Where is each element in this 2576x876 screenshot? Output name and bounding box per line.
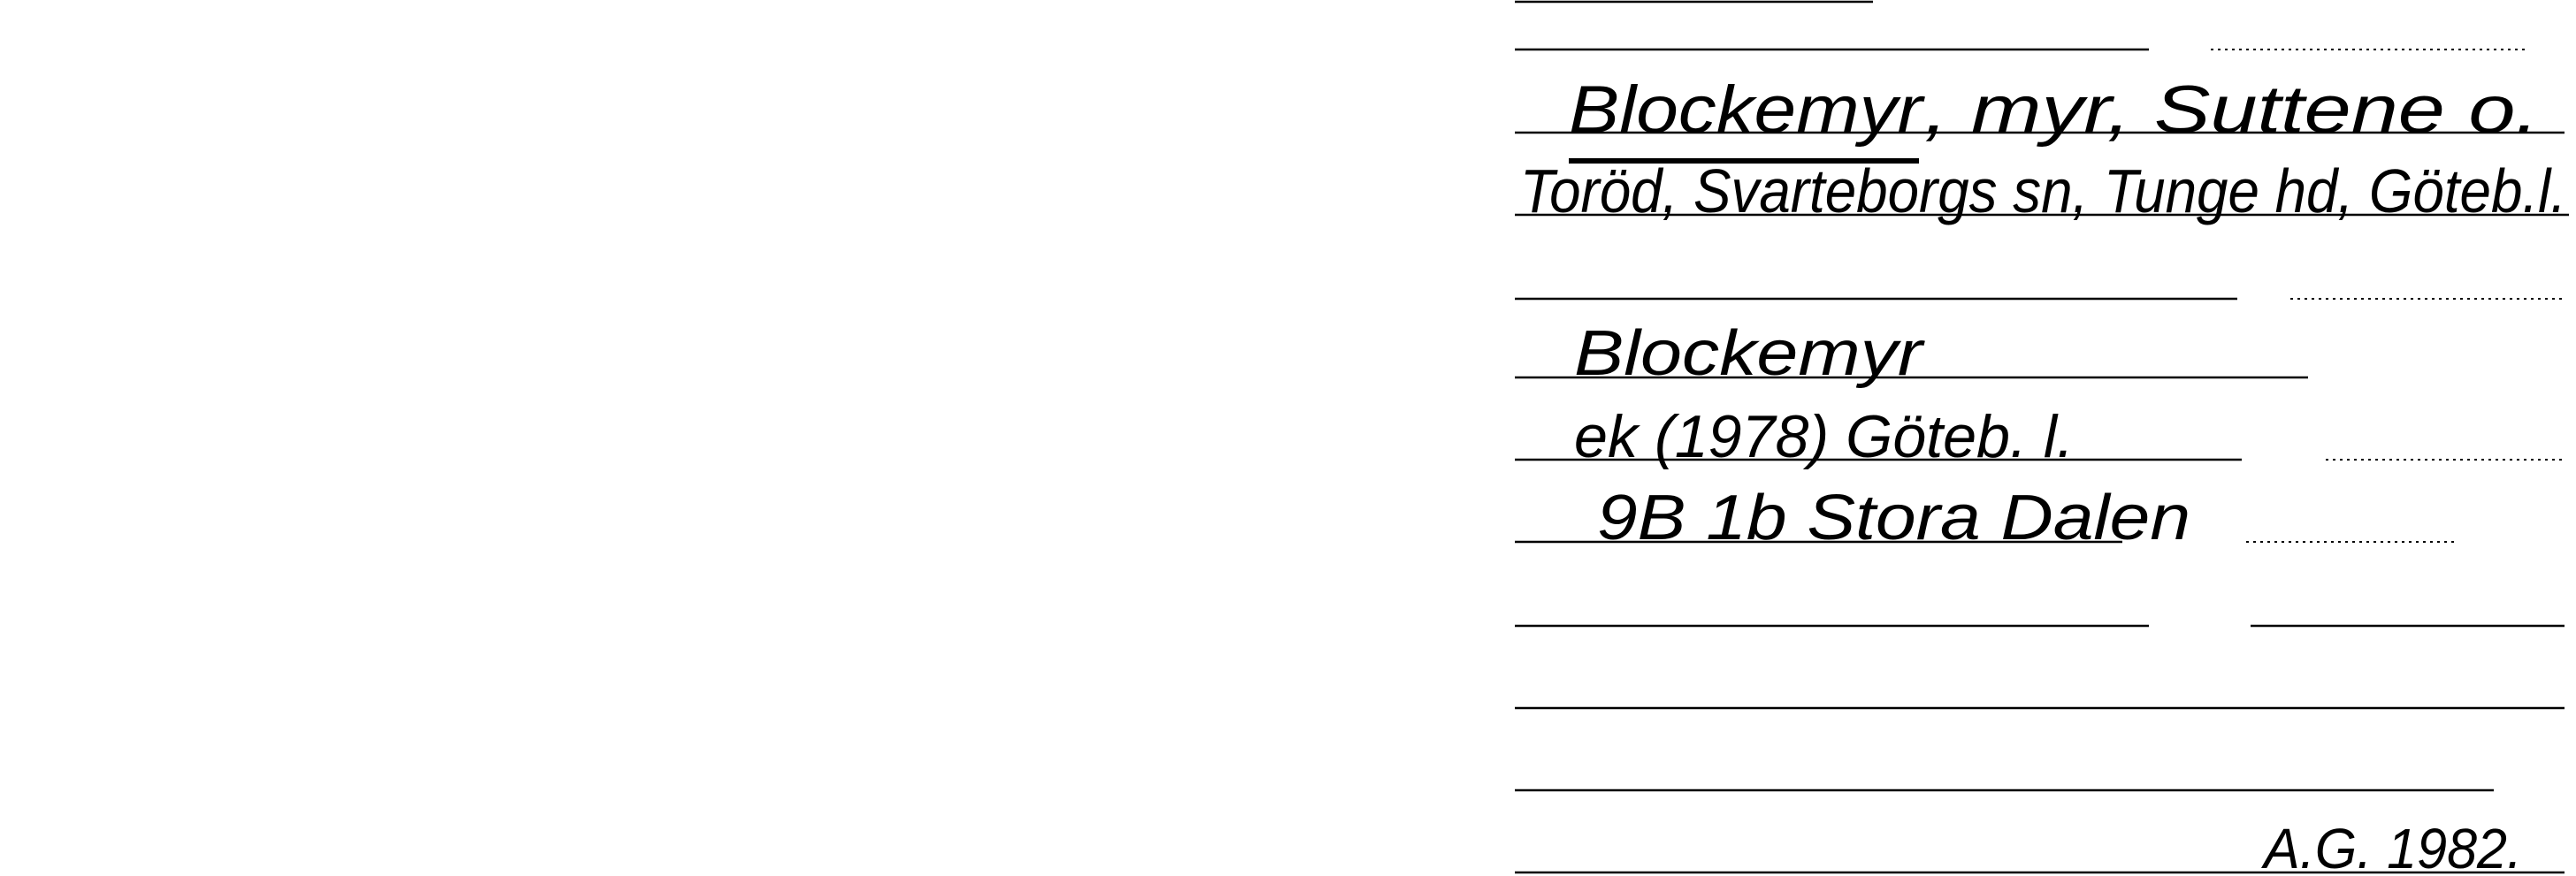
- name-form: Blockemyr: [1574, 318, 1926, 389]
- ruled-lines: [1515, 0, 2569, 874]
- heading-place: Blockemyr: [1569, 72, 1925, 148]
- signature: A.G. 1982.: [2260, 817, 2522, 876]
- location-line: Toröd, Svarteborgs sn, Tunge hd, Göteb.l…: [1520, 156, 2566, 225]
- map-sheet: 9B 1b Stora Dalen: [1597, 483, 2190, 553]
- card-text: Blockemyr , myr, Suttene o. Toröd, Svart…: [1520, 72, 2566, 876]
- heading-rest: , myr, Suttene o.: [1924, 72, 2539, 148]
- map-source: ek (1978) Göteb. l.: [1574, 403, 2074, 470]
